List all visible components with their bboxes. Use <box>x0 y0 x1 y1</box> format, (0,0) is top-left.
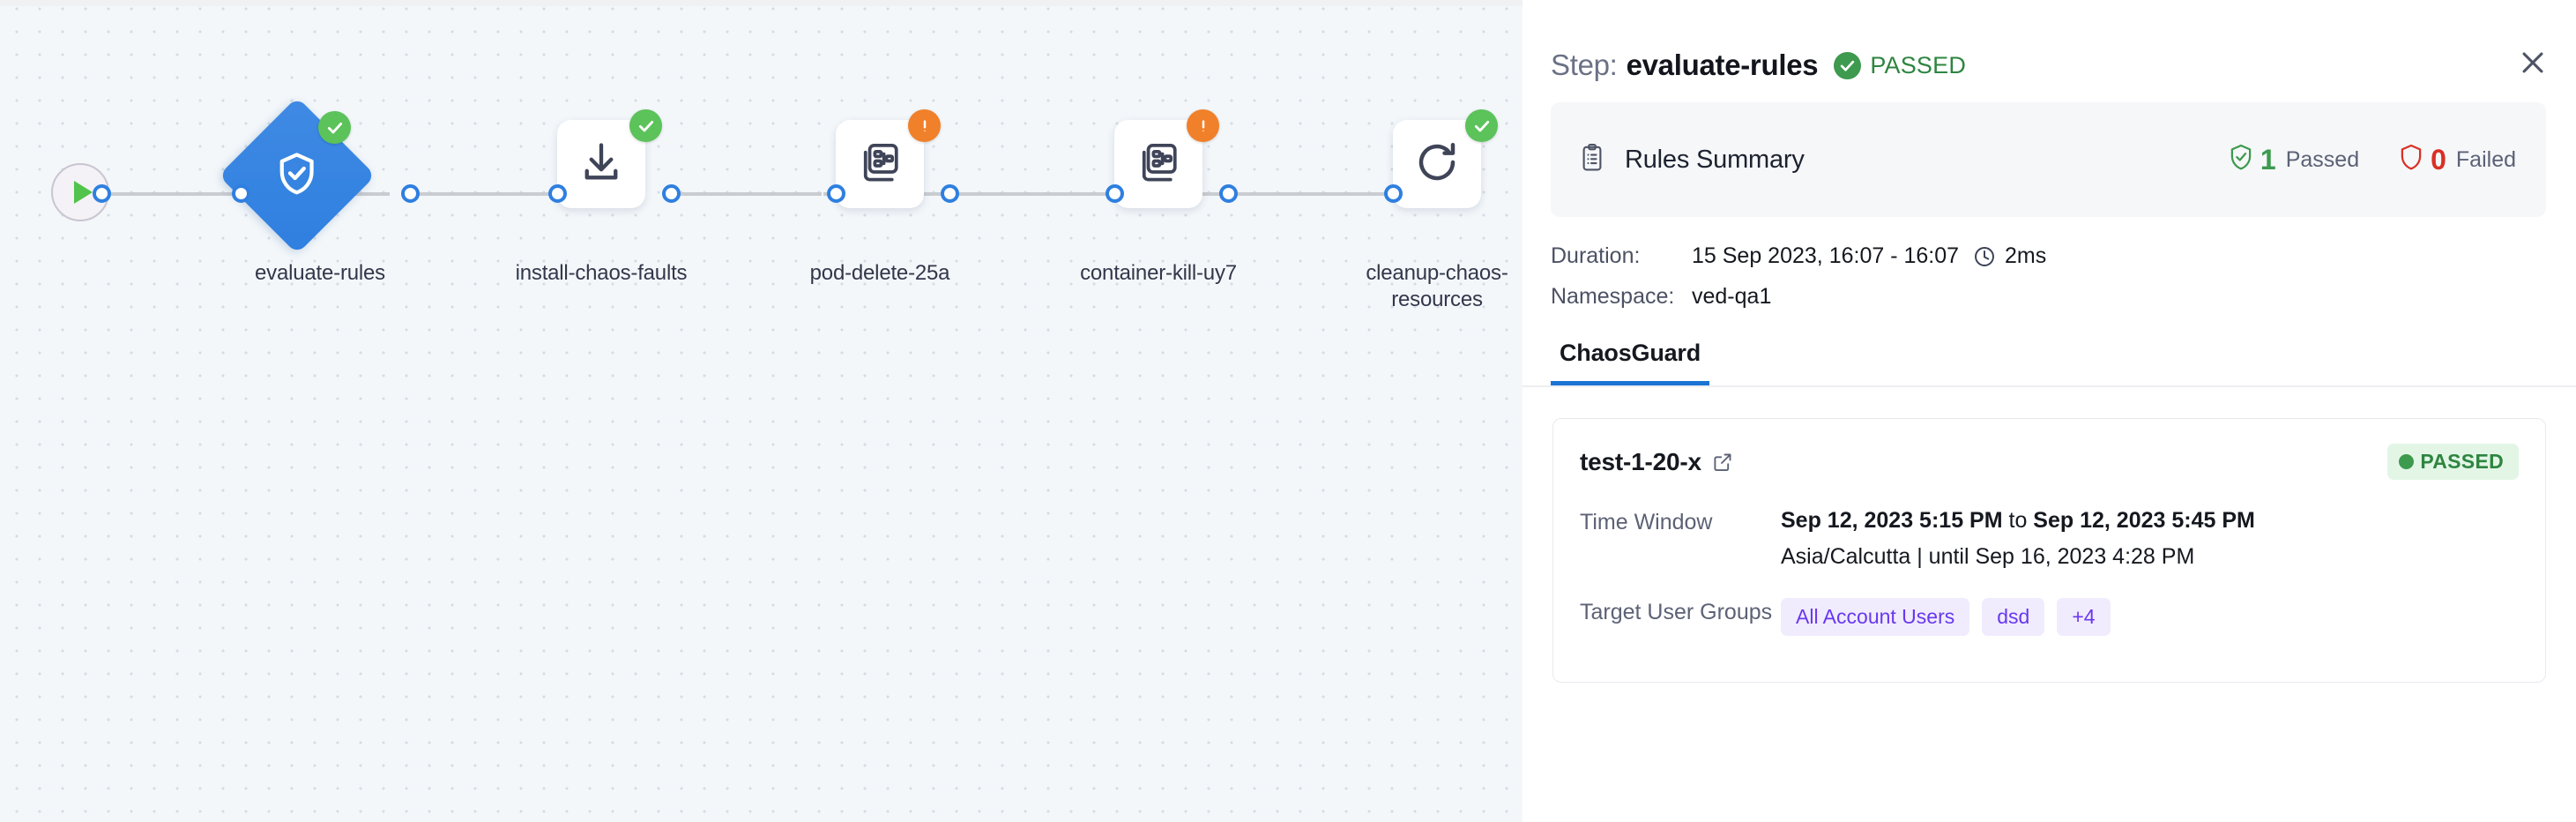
pipeline-node-cleanup-chaos-resources[interactable] <box>1393 109 1498 208</box>
tab-chaosguard[interactable]: ChaosGuard <box>1551 340 1710 385</box>
time-window-values: Sep 12, 2023 5:15 PM to Sep 12, 2023 5:4… <box>1781 508 2255 570</box>
rules-summary-card: Rules Summary 1 Passed <box>1551 102 2546 217</box>
shield-icon <box>2398 143 2424 177</box>
diamond-shape <box>218 96 376 255</box>
chip-all-account-users[interactable]: All Account Users <box>1781 598 1970 636</box>
port-install-chaos-faults-out[interactable] <box>662 184 681 203</box>
rules-failed-label: Failed <box>2455 146 2516 172</box>
namespace-row: Namespace: ved-qa1 <box>1551 284 2576 310</box>
node-label-pod-delete-25a: pod-delete-25a <box>809 261 950 285</box>
duration-label: Duration: <box>1551 243 1641 268</box>
port-pod-delete-25a-out[interactable] <box>941 184 959 203</box>
page-title: evaluate-rules <box>1626 49 1819 81</box>
rules-failed-count: 0 <box>2431 143 2446 176</box>
shield-check-icon <box>2228 143 2254 177</box>
pipeline-node-evaluate-rules[interactable] <box>218 96 376 255</box>
target-user-groups-label: Target User Groups <box>1580 600 1773 624</box>
edge-container-kill-to-cleanup <box>1275 192 1425 196</box>
result-card-header: test-1-20-x PASSED <box>1580 444 2519 480</box>
step-meta: Duration: 15 Sep 2023, 16:07 - 16:07 2ms… <box>1551 243 2576 310</box>
rules-passed-label: Passed <box>2285 146 2360 172</box>
panel-tabs: ChaosGuard <box>1523 340 2576 387</box>
node-status-badge-success <box>1465 109 1498 142</box>
time-window-join: to <box>2002 508 2034 533</box>
node-label-cleanup-chaos-resources: cleanup-chaos-resources <box>1366 261 1508 311</box>
duration-row: Duration: 15 Sep 2023, 16:07 - 16:07 2ms <box>1551 243 2576 269</box>
node-status-badge-warning <box>1187 109 1219 142</box>
node-status-badge-success <box>629 109 662 142</box>
step-details-panel: Step: evaluate-rules PASSED Rules Summar… <box>1523 0 2576 822</box>
download-icon <box>578 139 624 190</box>
status-dot-icon <box>2399 454 2415 469</box>
play-icon <box>73 181 93 204</box>
refresh-icon <box>1413 138 1461 191</box>
result-status-text: PASSED <box>2420 450 2504 473</box>
clipboard-icon <box>1579 143 1605 177</box>
square-shape <box>1393 120 1481 208</box>
node-label-container-kill-uy7: container-kill-uy7 <box>1080 261 1237 285</box>
clock-icon <box>1973 245 1996 268</box>
chaosguard-result-card: test-1-20-x PASSED Time Window Sep 12, 2 <box>1552 418 2546 683</box>
target-user-groups-chips: All Account Users dsd +4 <box>1781 598 2111 636</box>
panel-header: Step: evaluate-rules PASSED <box>1523 0 2576 97</box>
port-evaluate-rules-out[interactable] <box>401 184 420 203</box>
node-status-badge-warning <box>908 109 941 142</box>
edge-start-to-evaluate-rules <box>102 192 249 196</box>
status-badge: PASSED <box>1870 51 1967 78</box>
duration-value: 15 Sep 2023, 16:07 - 16:07 <box>1692 243 1960 268</box>
namespace-label: Namespace: <box>1551 284 1675 309</box>
rules-summary-counts: 1 Passed 0 Failed <box>2228 143 2516 177</box>
time-window-label: Time Window <box>1580 510 1713 534</box>
result-status-badge: PASSED <box>2387 444 2519 480</box>
port-container-kill-uy7-in[interactable] <box>1106 184 1124 203</box>
time-window-main: Sep 12, 2023 5:15 PM to Sep 12, 2023 5:4… <box>1781 508 2255 533</box>
rules-passed-group: 1 Passed <box>2228 143 2359 177</box>
time-window-sub: Asia/Calcutta | until Sep 16, 2023 4:28 … <box>1781 544 2195 569</box>
edge-evaluate-rules-to-install <box>411 192 562 196</box>
shield-check-icon <box>273 148 321 204</box>
duration-value-group: 15 Sep 2023, 16:07 - 16:07 2ms <box>1692 243 2046 269</box>
chaos-fault-icon <box>858 140 902 189</box>
port-start-out[interactable] <box>93 184 111 203</box>
duration-ms: 2ms <box>2005 243 2047 268</box>
step-prefix-label: Step: <box>1551 49 1618 81</box>
namespace-value: ved-qa1 <box>1692 284 1772 309</box>
chaos-fault-icon <box>1136 140 1180 189</box>
time-window-start: Sep 12, 2023 5:15 PM <box>1781 508 2003 533</box>
time-window-row: Time Window Sep 12, 2023 5:15 PM to Sep … <box>1580 508 2519 570</box>
check-circle-icon <box>1834 51 1862 79</box>
rules-summary-title: Rules Summary <box>1625 145 1805 174</box>
pipeline-node-pod-delete-25a[interactable] <box>836 109 941 208</box>
port-evaluate-rules-in[interactable] <box>232 184 250 203</box>
port-install-chaos-faults-in[interactable] <box>548 184 567 203</box>
edge-install-to-pod-delete <box>672 192 822 196</box>
port-pod-delete-25a-in[interactable] <box>827 184 845 203</box>
target-user-groups-row: Target User Groups All Account Users dsd… <box>1580 598 2519 636</box>
node-label-evaluate-rules: evaluate-rules <box>255 261 385 285</box>
port-container-kill-uy7-out[interactable] <box>1219 184 1238 203</box>
close-icon[interactable] <box>2513 42 2553 83</box>
rules-passed-count: 1 <box>2260 143 2276 176</box>
node-status-badge-success <box>318 111 351 144</box>
chip-more-count[interactable]: +4 <box>2057 598 2111 636</box>
result-title: test-1-20-x <box>1580 447 1701 475</box>
edge-pod-delete-to-container-kill <box>975 192 1123 196</box>
rules-failed-group: 0 Failed <box>2398 143 2516 177</box>
square-shape <box>557 120 645 208</box>
port-cleanup-chaos-resources-in[interactable] <box>1384 184 1403 203</box>
chip-dsd[interactable]: dsd <box>1982 598 2045 636</box>
time-window-end: Sep 12, 2023 5:45 PM <box>2033 508 2255 533</box>
square-shape <box>1114 120 1202 208</box>
node-label-install-chaos-faults: install-chaos-faults <box>515 261 688 285</box>
pipeline-node-container-kill-uy7[interactable] <box>1114 109 1219 208</box>
pipeline-graph-canvas[interactable]: evaluate-rules install-chaos-faults <box>0 0 1523 822</box>
square-shape <box>836 120 924 208</box>
pipeline-node-install-chaos-faults[interactable] <box>557 109 662 208</box>
external-link-icon[interactable] <box>1712 452 1733 473</box>
